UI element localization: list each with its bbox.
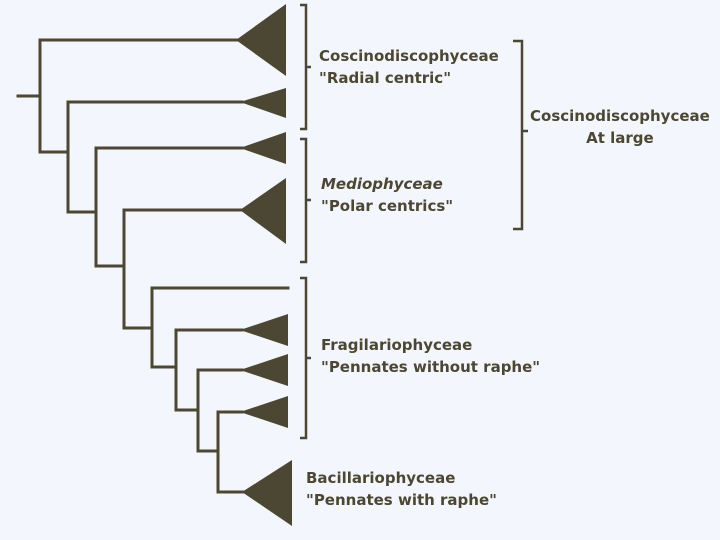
label-fragilariophyceae: Fragilariophyceae "Pennates without raph… [321, 334, 540, 378]
bracket-polar-centrics [300, 137, 311, 264]
fragil-common: "Pennates without raphe" [321, 358, 541, 376]
clade-triangle [242, 460, 292, 526]
medio-common: "Polar centrics" [321, 197, 454, 215]
bracket-pennates-without-raphe [300, 276, 311, 440]
label-bacillariophyceae: Bacillariophyceae "Pennates with raphe" [306, 467, 497, 511]
clade-triangle [240, 314, 288, 346]
label-mediophyceae: Mediophyceae "Polar centrics" [321, 173, 453, 217]
bacill-name: Bacillariophyceae [306, 469, 456, 487]
clade-triangle [240, 396, 288, 428]
bracket-radial-centric [300, 3, 311, 131]
clade-triangle [236, 4, 286, 76]
bracket-coscino-at-large [513, 39, 528, 231]
coscino-large-common: At large [586, 129, 654, 147]
bacill-common: "Pennates with raphe" [306, 491, 497, 509]
clade-triangle [240, 354, 288, 386]
label-coscinodiscophyceae: Coscinodiscophyceae "Radial centric" [319, 45, 499, 89]
coscino-common: "Radial centric" [319, 69, 452, 87]
medio-name: Mediophyceae [321, 175, 443, 193]
clade-triangle [240, 132, 286, 164]
fragil-name: Fragilariophyceae [321, 336, 473, 354]
coscino-large-name: Coscinodiscophyceae [530, 107, 710, 125]
clade-triangle [240, 88, 286, 118]
coscino-name: Coscinodiscophyceae [319, 47, 499, 65]
clade-triangle [240, 178, 286, 244]
label-coscinodiscophyceae-at-large: Coscinodiscophyceae At large [530, 105, 710, 149]
